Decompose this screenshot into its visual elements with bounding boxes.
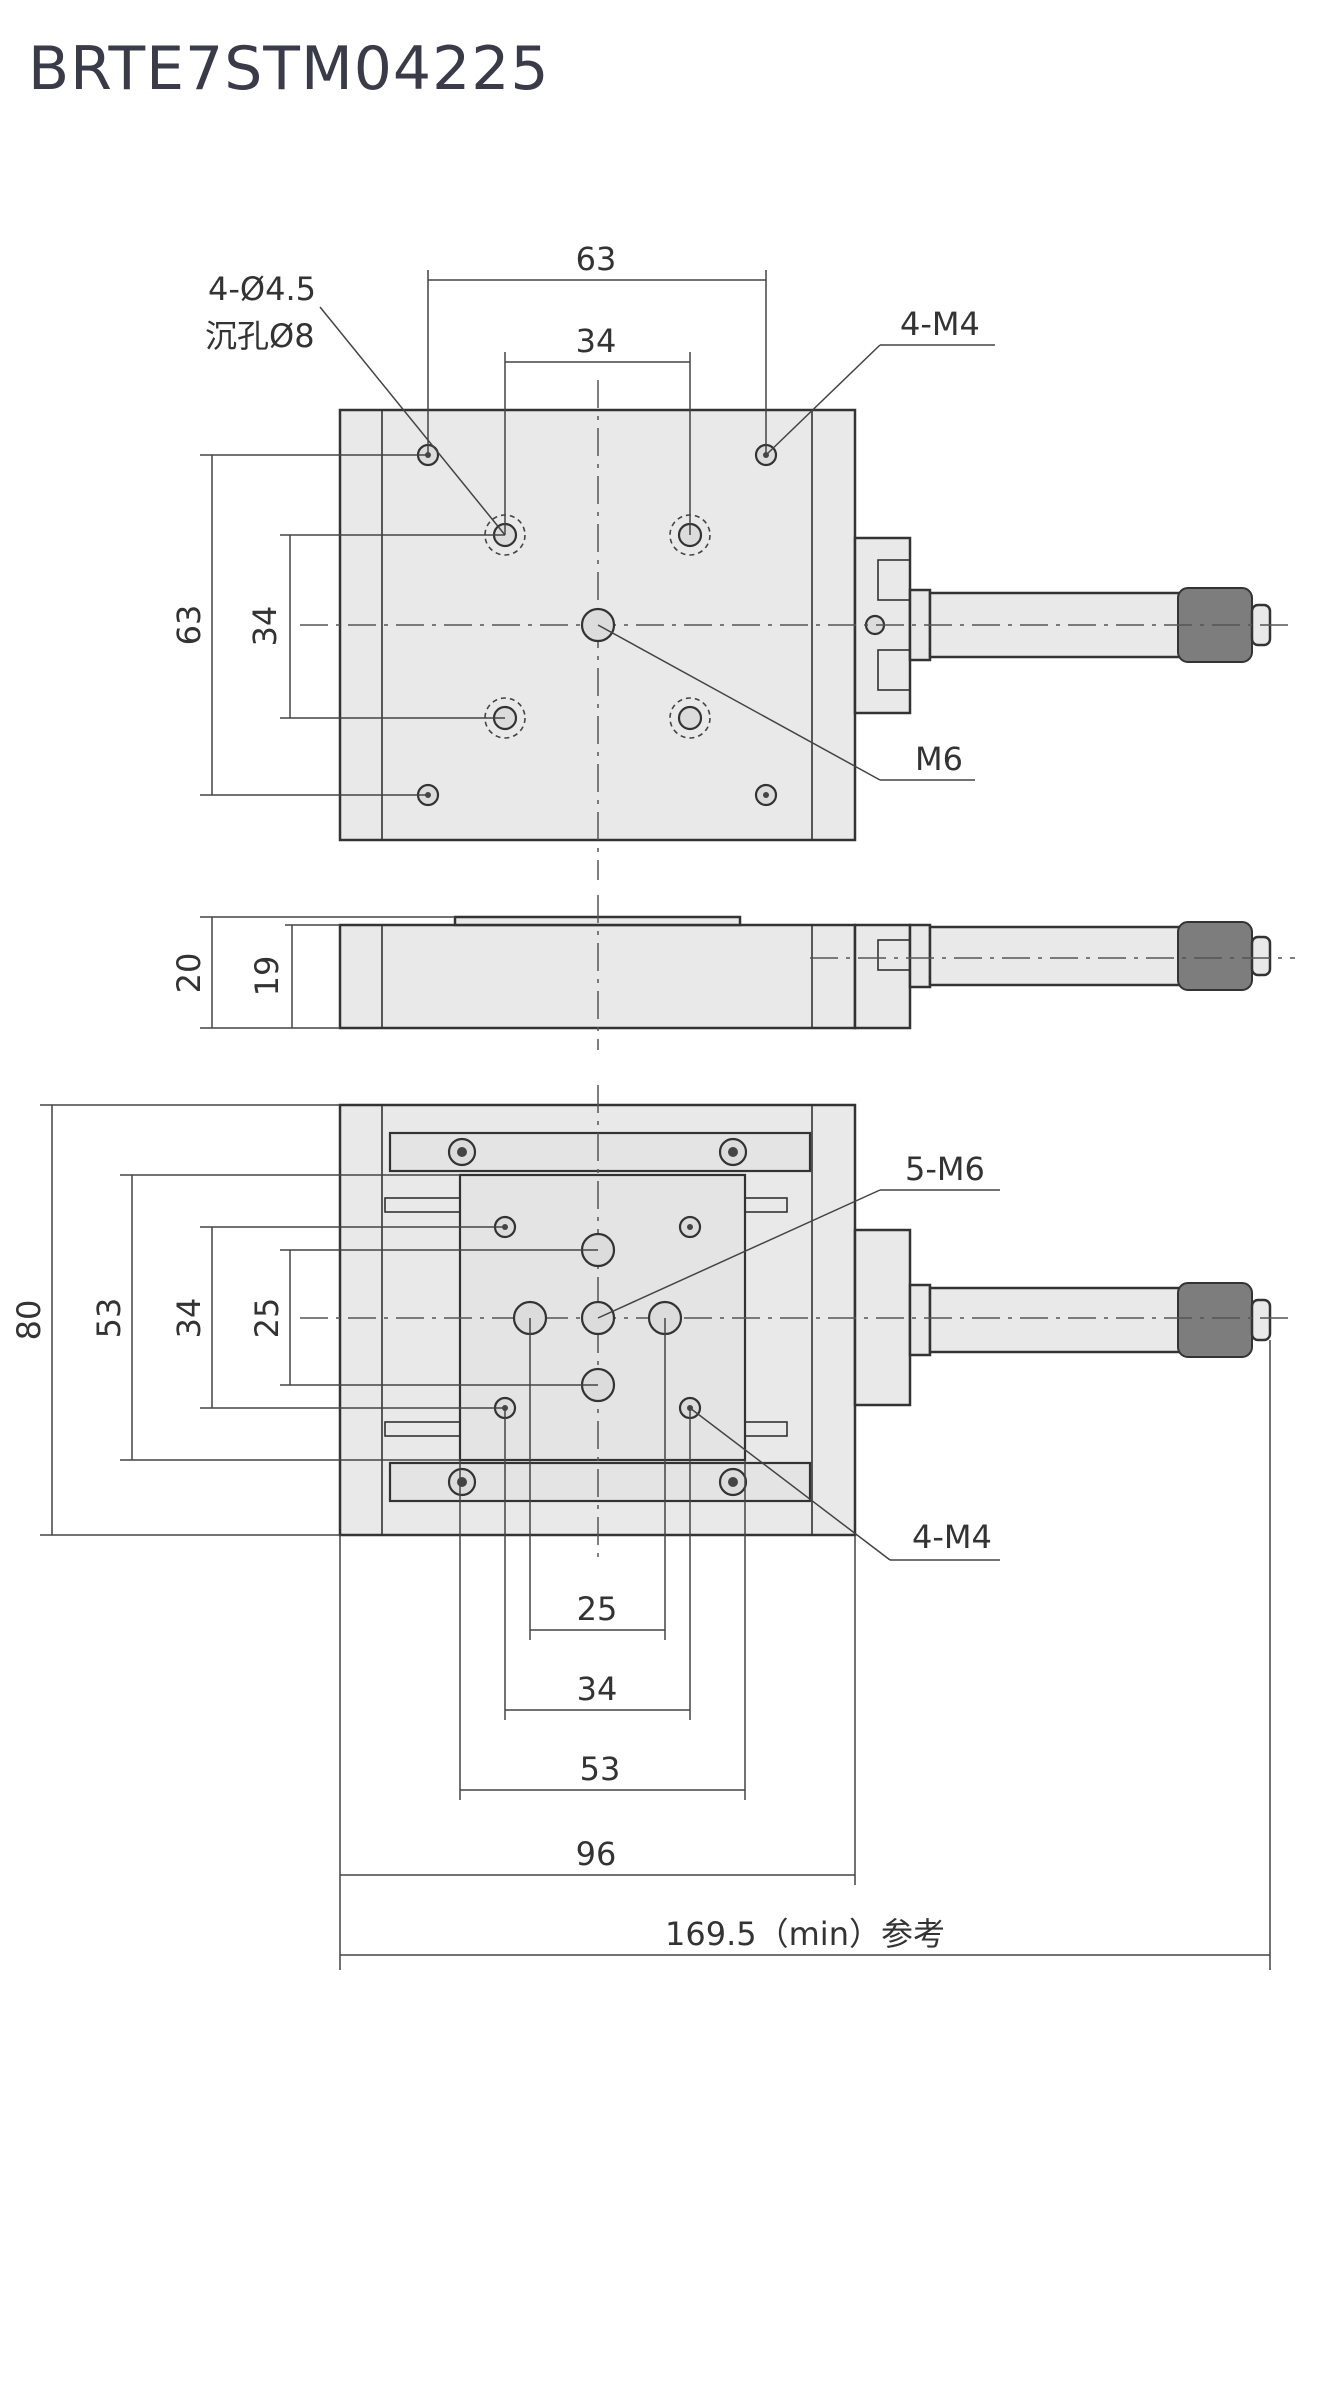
callout-counterbore-holes: 4-Ø4.5 — [208, 270, 316, 308]
micrometer-top — [853, 536, 1272, 715]
dim-bottom-width-34: 34 — [577, 1670, 618, 1708]
dim-bottom-width-25: 25 — [577, 1590, 618, 1628]
dim-top-width-inner: 34 — [576, 322, 617, 360]
dim-side-height-body: 19 — [248, 956, 286, 997]
dim-bottom-height-total: 80 — [10, 1300, 48, 1341]
dim-bottom-width-53: 53 — [580, 1750, 621, 1788]
top-view — [200, 270, 1295, 880]
dim-bottom-width-96: 96 — [576, 1835, 617, 1873]
callout-counterbore-diameter: 沉孔Ø8 — [205, 317, 315, 355]
page-title: BRTE7STM04225 — [28, 34, 550, 104]
dim-bottom-width-total: 169.5（min）参考 — [665, 1915, 945, 1953]
dim-bottom-height-25: 25 — [248, 1298, 286, 1339]
side-view — [200, 895, 1295, 1050]
dim-top-width-outer: 63 — [576, 240, 617, 278]
bottom-view — [40, 1085, 1295, 1970]
callout-top-m6: M6 — [915, 740, 963, 778]
callout-top-m4: 4-M4 — [900, 305, 980, 343]
dim-bottom-height-34: 34 — [170, 1298, 208, 1339]
dim-top-height-outer: 63 — [170, 605, 208, 646]
callout-bottom-m6: 5-M6 — [905, 1150, 985, 1188]
dim-top-height-inner: 34 — [246, 606, 284, 647]
dim-bottom-height-53: 53 — [90, 1298, 128, 1339]
callout-bottom-m4: 4-M4 — [912, 1518, 992, 1556]
dim-side-height-total: 20 — [170, 953, 208, 994]
